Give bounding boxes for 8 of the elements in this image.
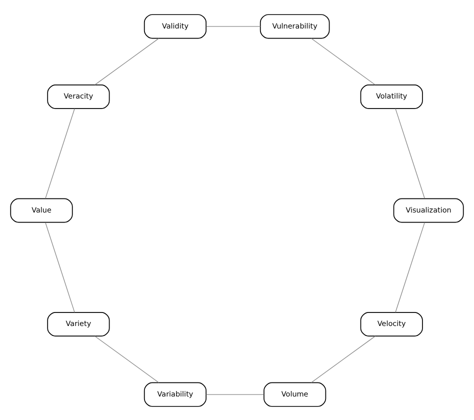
- connector: [395, 108, 425, 198]
- connector: [311, 335, 376, 382]
- connector: [94, 38, 160, 85]
- connector: [395, 222, 425, 312]
- connector: [310, 38, 376, 85]
- connector: [94, 335, 160, 382]
- connector: [45, 108, 75, 198]
- connector: [45, 222, 75, 312]
